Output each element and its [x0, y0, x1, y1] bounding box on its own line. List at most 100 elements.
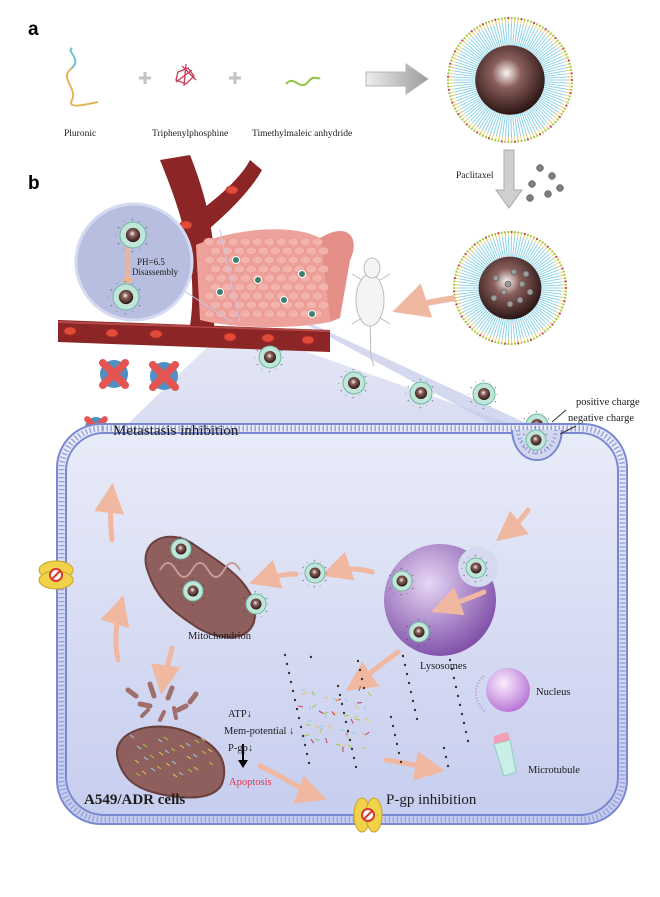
svg-text:+: +: [256, 362, 259, 367]
svg-text:+: +: [243, 596, 246, 601]
svg-text:-: -: [433, 391, 435, 396]
label-mem-potential: Mem-potential ↓: [224, 726, 295, 737]
svg-text:+: +: [138, 303, 141, 308]
svg-text:-: -: [261, 591, 263, 596]
svg-text:-: -: [468, 392, 470, 397]
pgp-pump-left: [38, 560, 74, 590]
svg-text:+: +: [190, 554, 193, 559]
label-nucleus: Nucleus: [536, 687, 571, 698]
svg-text:+: +: [191, 602, 194, 607]
synthesis-arrow: [365, 63, 429, 95]
pathway-arrows: [94, 483, 531, 804]
svg-text:-: -: [496, 392, 498, 397]
svg-text:-: -: [198, 578, 200, 583]
svg-text:+: +: [254, 589, 257, 594]
svg-text:-: -: [123, 219, 125, 224]
svg-text:-: -: [275, 343, 277, 348]
svg-text:-: -: [139, 247, 141, 252]
svg-text:+: +: [179, 560, 182, 565]
label-pgp: P-gp↓: [228, 743, 254, 754]
svg-text:-: -: [489, 404, 491, 409]
svg-text:+: +: [400, 592, 403, 597]
svg-text:-: -: [192, 547, 194, 552]
svg-text:+: +: [191, 576, 194, 581]
svg-text:+: +: [254, 615, 257, 620]
svg-text:+: +: [431, 398, 434, 403]
svg-text:+: +: [534, 451, 537, 456]
svg-text:-: -: [412, 403, 414, 408]
svg-text:+: +: [110, 287, 113, 292]
svg-text:-: -: [261, 367, 263, 372]
pluronic-icon-segment: [69, 47, 77, 69]
released-polymer-fragments: [129, 686, 372, 778]
svg-text:+: +: [268, 341, 271, 346]
svg-text:-: -: [394, 590, 396, 595]
svg-text:+: +: [463, 573, 466, 578]
svg-text:-: -: [542, 411, 544, 416]
svg-text:+: +: [268, 369, 271, 374]
paclitaxel-arrow: [495, 149, 523, 209]
svg-text:-: -: [407, 590, 409, 595]
svg-text:+: +: [117, 241, 120, 246]
svg-text:-: -: [275, 367, 277, 372]
svg-text:-: -: [198, 600, 200, 605]
svg-text:+: +: [280, 362, 283, 367]
svg-text:+: +: [202, 583, 205, 588]
svg-text:-: -: [186, 558, 188, 563]
svg-text:+: +: [407, 384, 410, 389]
svg-text:+: +: [407, 398, 410, 403]
svg-text:+: +: [180, 583, 183, 588]
svg-text:+: +: [180, 596, 183, 601]
svg-text:+: +: [400, 566, 403, 571]
svg-text:+: +: [243, 609, 246, 614]
svg-text:+: +: [145, 241, 148, 246]
svg-text:-: -: [178, 589, 180, 594]
svg-text:+: +: [313, 584, 316, 589]
svg-text:+: +: [168, 541, 171, 546]
svg-text:+: +: [138, 287, 141, 292]
svg-text:+: +: [145, 225, 148, 230]
svg-text:+: +: [417, 617, 420, 622]
svg-text:+: +: [411, 573, 414, 578]
svg-text:-: -: [405, 391, 407, 396]
svg-text:-: -: [475, 404, 477, 409]
anhydride-icon: [285, 76, 321, 87]
svg-text:+: +: [340, 374, 343, 379]
svg-text:+: +: [265, 596, 268, 601]
svg-text:+: +: [428, 637, 431, 642]
nanoparticles-intracellular: -+-+-+-+-+-+-+-+-+-+-+-+-+-+-+-+-+-+-+-+…: [166, 425, 549, 648]
zoom-beam-right: [260, 300, 610, 462]
mouse-icon: [351, 257, 391, 367]
svg-text:-: -: [123, 247, 125, 252]
label-atp: ATP↓: [228, 709, 252, 720]
svg-text:-: -: [413, 579, 415, 584]
svg-text:+: +: [324, 565, 327, 570]
svg-text:-: -: [345, 393, 347, 398]
svg-text:+: +: [547, 416, 550, 421]
svg-text:-: -: [185, 578, 187, 583]
pgp-pump-bottom: [353, 797, 383, 833]
svg-text:+: +: [482, 406, 485, 411]
svg-text:+: +: [352, 367, 355, 372]
svg-text:-: -: [108, 295, 110, 300]
svg-text:-: -: [116, 309, 118, 314]
svg-text:+: +: [523, 432, 526, 437]
svg-text:-: -: [307, 582, 309, 587]
svg-text:-: -: [300, 571, 302, 576]
svg-text:-: -: [140, 295, 142, 300]
label-paclitaxel: Paclitaxel: [456, 171, 494, 181]
pluronic-icon: [65, 67, 99, 107]
svg-text:+: +: [313, 558, 316, 563]
svg-text:-: -: [282, 355, 284, 360]
svg-text:-: -: [475, 380, 477, 385]
svg-text:-: -: [521, 438, 523, 443]
drug-loaded-micelle: [452, 230, 568, 346]
svg-text:-: -: [426, 403, 428, 408]
svg-text:-: -: [116, 281, 118, 286]
svg-text:-: -: [394, 568, 396, 573]
svg-text:+: +: [265, 609, 268, 614]
svg-text:-: -: [359, 393, 361, 398]
svg-text:-: -: [185, 600, 187, 605]
svg-text:-: -: [359, 369, 361, 374]
label-negative-charge: negative charge: [568, 413, 634, 424]
